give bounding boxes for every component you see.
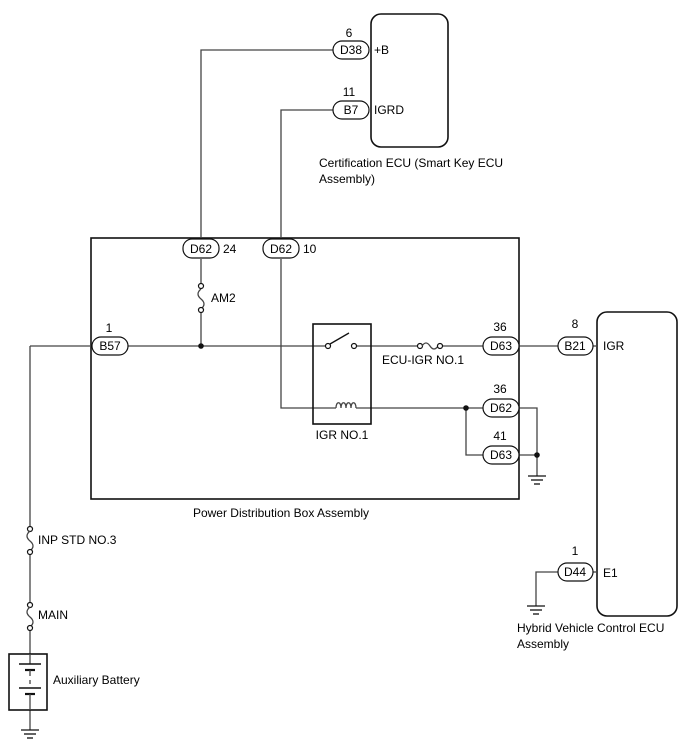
- junction-dot: [534, 452, 540, 458]
- connector-d62-10-id: D62: [270, 242, 292, 256]
- connector-d62-36-pin: 36: [493, 382, 507, 396]
- terminal-e1: E1: [603, 566, 618, 580]
- relay-igr-no1: [312, 323, 372, 425]
- connector-d44-id: D44: [564, 565, 586, 579]
- wire-igrd-coil: [280, 259, 336, 409]
- connector-b57: [91, 336, 129, 356]
- auxiliary-battery: [8, 653, 48, 711]
- connector-d62-10-pin: 10: [303, 242, 317, 256]
- connector-d38-pin: 6: [346, 26, 353, 40]
- hybrid-ecu-label-1: Hybrid Vehicle Control ECU: [517, 621, 664, 635]
- connector-d63-36-pin: 36: [493, 320, 507, 334]
- relay-coil-icon: [335, 402, 357, 409]
- certification-ecu-box: [370, 13, 449, 148]
- connector-d38: [332, 40, 370, 60]
- connector-d38-id: D38: [340, 43, 362, 57]
- fuse-ecu-igr-icon: [421, 342, 439, 350]
- connector-b7: [332, 100, 370, 120]
- power-distribution-box: [90, 237, 520, 500]
- fuse-inp-std-label: INP STD NO.3: [38, 533, 117, 547]
- wire-ground-drop: [519, 407, 538, 476]
- connector-d62-36: [482, 398, 520, 418]
- connector-d62-24-id: D62: [190, 242, 212, 256]
- power-distribution-box-label: Power Distribution Box Assembly: [193, 506, 369, 520]
- connector-d62-36-id: D62: [490, 401, 512, 415]
- certification-ecu-label-2: Assembly): [319, 172, 375, 186]
- relay-label: IGR NO.1: [316, 428, 369, 442]
- ground-icon: [528, 475, 546, 485]
- fuse-am2-label: AM2: [211, 291, 236, 305]
- fuse-main-label: MAIN: [38, 608, 68, 622]
- relay-switch-icon: [329, 332, 350, 345]
- hybrid-vehicle-control-ecu-box: [596, 311, 678, 617]
- connector-d63-41: [482, 445, 520, 465]
- fuse-terminal-icon: [416, 342, 424, 350]
- fuse-terminal-icon: [197, 306, 205, 314]
- connector-d63-41-id: D63: [490, 448, 512, 462]
- hybrid-ecu-label-2: Assembly: [517, 637, 569, 651]
- connector-d63-41-pin: 41: [493, 429, 507, 443]
- wire-plus-b: [200, 49, 333, 237]
- wire-e1-ground: [535, 571, 558, 606]
- connector-d63-36-id: D63: [490, 339, 512, 353]
- terminal-igrd: IGRD: [374, 103, 404, 117]
- connector-d62-10: [262, 238, 300, 259]
- connector-b57-id: B57: [99, 339, 121, 353]
- terminal-plus-b: +B: [374, 43, 389, 57]
- connector-d62-24: [182, 238, 220, 259]
- connector-b21-id: B21: [564, 339, 586, 353]
- fuse-terminal-icon: [26, 525, 34, 533]
- junction-dot: [463, 405, 469, 411]
- battery-label: Auxiliary Battery: [53, 673, 140, 687]
- connector-d62-24-pin: 24: [223, 242, 237, 256]
- ground-icon: [527, 605, 545, 615]
- ground-icon: [21, 729, 39, 739]
- connector-d44-pin: 1: [572, 544, 579, 558]
- fuse-ecu-igr-label: ECU-IGR NO.1: [382, 353, 464, 367]
- junction-dot: [198, 343, 204, 349]
- fuse-terminal-icon: [26, 601, 34, 609]
- fuse-terminal-icon: [26, 548, 34, 556]
- fuse-am2-icon: [197, 288, 205, 310]
- wire-d63-41: [465, 408, 483, 456]
- terminal-igr: IGR: [603, 339, 625, 353]
- connector-b7-id: B7: [344, 103, 359, 117]
- fuse-terminal-icon: [26, 624, 34, 632]
- fuse-main-icon: [26, 606, 34, 628]
- relay-contact-icon: [324, 342, 332, 350]
- wire-igrd: [280, 109, 333, 237]
- connector-b21-pin: 8: [572, 317, 579, 331]
- fuse-terminal-icon: [436, 342, 444, 350]
- relay-contact-icon: [350, 342, 358, 350]
- fuse-terminal-icon: [197, 282, 205, 290]
- connector-b21: [557, 336, 594, 356]
- fuse-inp-std-icon: [26, 530, 34, 552]
- connector-b57-pin: 1: [106, 321, 113, 335]
- certification-ecu-label-1: Certification ECU (Smart Key ECU: [319, 156, 503, 170]
- connector-d63-36: [482, 336, 520, 356]
- connector-b7-pin: 11: [343, 85, 356, 99]
- connector-d44: [557, 562, 594, 582]
